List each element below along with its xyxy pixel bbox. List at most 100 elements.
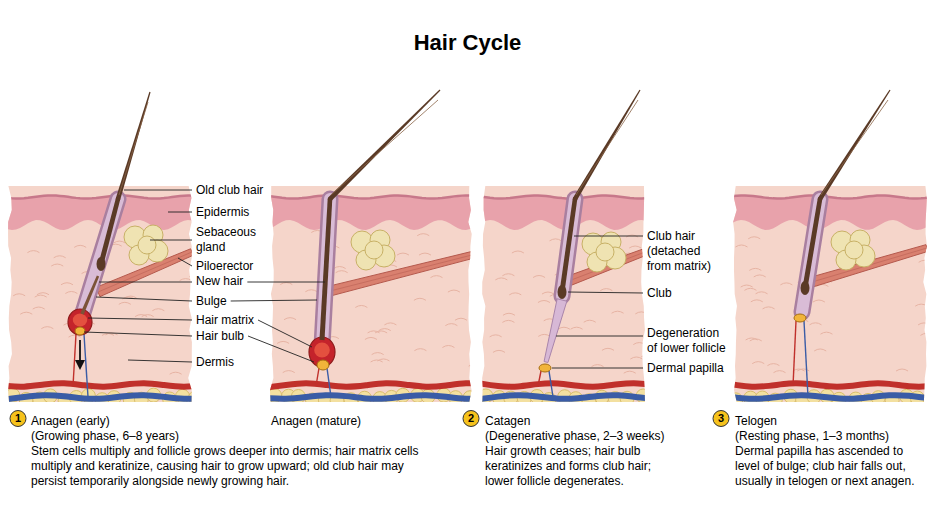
hair-shaft — [560, 199, 578, 293]
callout-circle — [463, 411, 479, 427]
phase-duration: (Degenerative phase, 2–3 weeks) — [485, 429, 664, 444]
dermis-fiber — [379, 329, 391, 331]
dermis — [478, 186, 649, 408]
hair-cycle-panel — [729, 90, 935, 408]
dermis-fiber — [283, 371, 295, 373]
dermis-fiber — [635, 312, 647, 314]
dermal-papilla — [794, 314, 806, 322]
dermis-fiber — [763, 307, 775, 309]
dermis-fiber — [600, 289, 612, 291]
dermis-fiber — [641, 355, 653, 357]
dermis-fiber — [37, 293, 49, 295]
dermis-fiber — [756, 292, 768, 294]
dermis-fiber — [61, 283, 73, 285]
dermis-fiber — [509, 293, 521, 295]
dermis-fiber — [896, 369, 908, 371]
stratum-corneum — [266, 196, 478, 199]
part-label: Dermal papilla — [647, 361, 724, 376]
hair-shaft — [803, 199, 823, 289]
dermis-fiber — [915, 304, 927, 306]
dermis-fiber — [797, 369, 809, 371]
part-label: Bulge — [196, 294, 227, 309]
phase-duration: (Resting phase, 1–3 months) — [735, 429, 889, 444]
hair-cycle-panel — [478, 90, 658, 408]
callout-number: 3 — [713, 411, 729, 426]
hair-highlight — [119, 102, 148, 195]
dermis-fiber — [74, 245, 86, 247]
callout-circle — [10, 411, 26, 427]
leader-line — [178, 258, 192, 266]
venule — [84, 334, 88, 397]
dermis-fiber — [119, 302, 131, 304]
leader-line — [124, 190, 192, 191]
phase-description: Hair growth ceases; hair bulb keratinize… — [485, 444, 670, 489]
artery — [478, 383, 658, 387]
epidermis — [4, 196, 196, 230]
dermis-fiber — [65, 291, 77, 293]
dermis-fiber — [397, 253, 409, 255]
dermis-fiber — [533, 275, 545, 277]
epidermis — [266, 196, 478, 230]
piloerector-muscle — [325, 252, 473, 297]
hair-joint — [116, 197, 121, 202]
dermis-fiber — [414, 349, 426, 351]
dermis-fiber — [558, 327, 570, 329]
leader-line — [247, 282, 325, 283]
dermis-fiber — [20, 312, 32, 314]
leader-line — [168, 212, 192, 213]
piloerector-muscle — [811, 245, 928, 287]
new-hair — [80, 276, 99, 315]
dermis-fiber — [365, 337, 377, 339]
dermis-fiber — [495, 278, 507, 280]
dermis-fiber — [371, 360, 383, 362]
dermis-fiber — [820, 332, 832, 334]
hair-shaft — [99, 198, 121, 264]
part-label: Piloerector — [196, 259, 253, 274]
hair-shaft — [573, 90, 640, 200]
dermis-fiber — [744, 288, 756, 290]
phase-title: Anagen (early) — [31, 414, 110, 429]
dermis-fiber — [542, 292, 554, 294]
dermis-fiber — [918, 323, 930, 325]
dermis-fiber — [13, 294, 25, 296]
part-label: Old club hair — [196, 183, 263, 198]
dermis-fiber — [774, 371, 786, 373]
skin-block — [4, 186, 204, 408]
callout-circle — [713, 411, 729, 427]
capillary — [793, 321, 796, 386]
dermis-fiber — [455, 318, 467, 320]
gland-lobule — [845, 241, 863, 259]
dermis-fiber — [334, 267, 346, 269]
dermis-fiber — [741, 285, 753, 287]
part-label: Epidermis — [196, 205, 249, 220]
skin-block — [729, 186, 935, 408]
dermis-fiber — [180, 279, 192, 281]
leader-line — [248, 336, 314, 362]
leader-line — [84, 332, 192, 336]
dermis-fiber — [592, 365, 604, 367]
hair-shaft — [320, 199, 333, 340]
hair-highlight — [821, 100, 888, 195]
stratum-corneum — [478, 196, 650, 199]
dermis-fiber — [442, 345, 454, 347]
dermis-fiber — [814, 349, 826, 351]
dermis-fiber — [746, 338, 758, 340]
dermis-fiber — [780, 283, 792, 285]
hair-cycle-panel — [266, 90, 486, 408]
dermis-fiber — [624, 371, 636, 373]
phase-title: Anagen (mature) — [271, 414, 361, 429]
part-label: Club — [647, 286, 672, 301]
vein — [266, 395, 486, 399]
dermis-fiber — [633, 343, 645, 345]
dermis-fiber — [493, 350, 505, 352]
artery — [729, 383, 935, 386]
dermis-fiber — [502, 274, 514, 276]
dermis-fiber — [813, 300, 825, 302]
hair-highlight — [331, 100, 438, 195]
part-label: Dermis — [196, 355, 234, 370]
epidermis — [729, 196, 933, 230]
hair-shaft — [328, 90, 440, 201]
dermis-fiber — [368, 331, 380, 333]
dermis-fiber — [142, 315, 154, 317]
